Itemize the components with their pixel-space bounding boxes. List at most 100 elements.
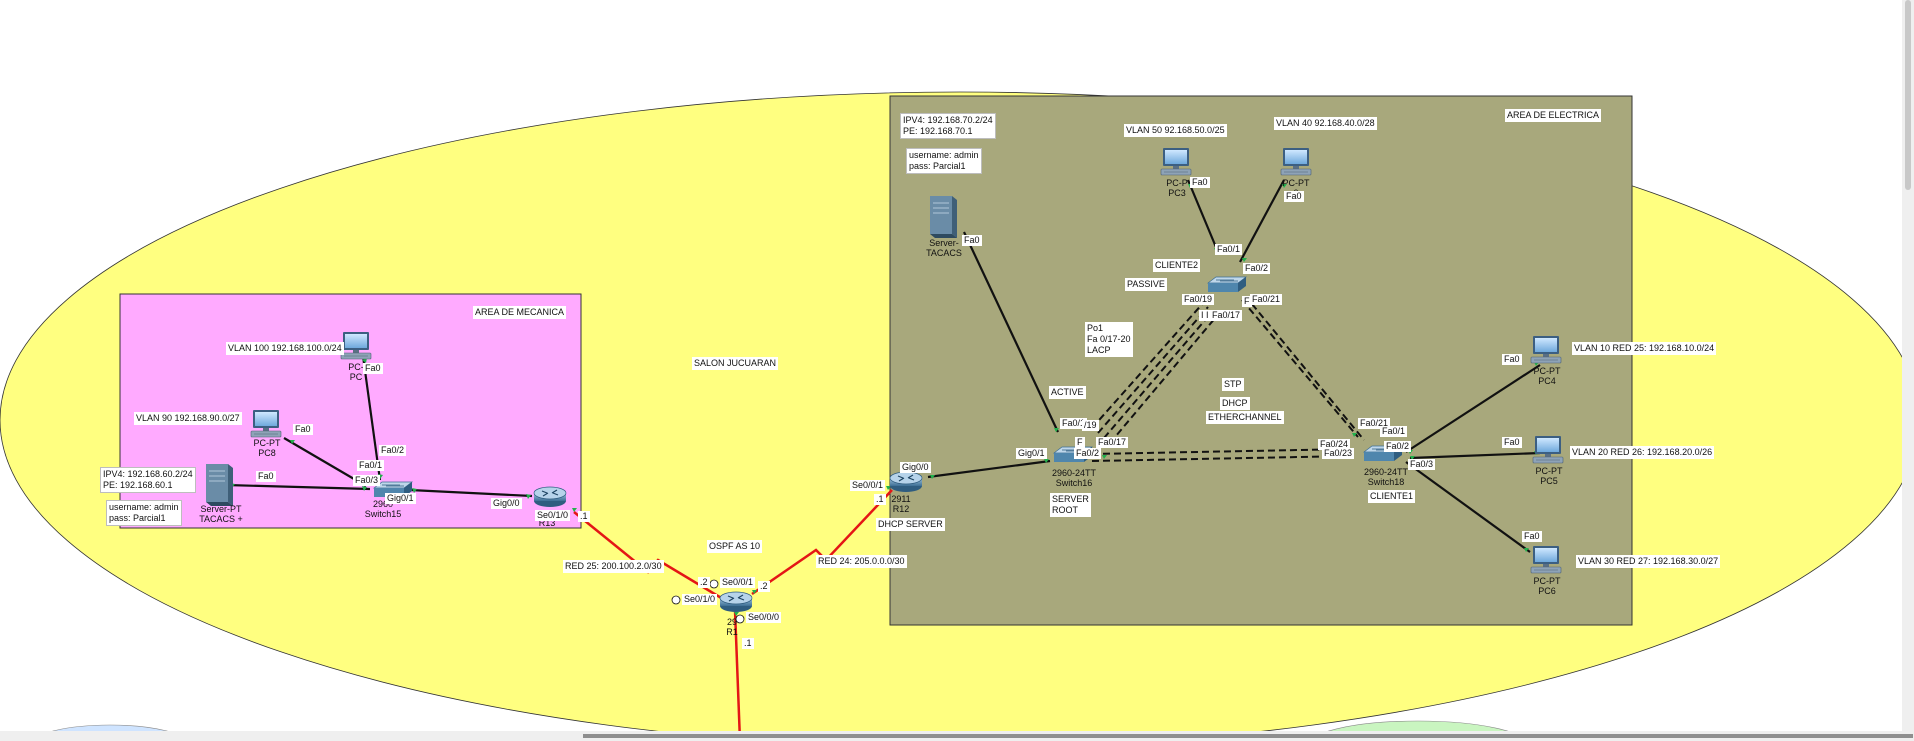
ele-cred-label: username: admin pass: Parcial1 [906,148,982,174]
vlan20-label: VLAN 20 RED 26: 192.168.20.0/26 [1570,446,1715,459]
router-r13-icon[interactable] [533,486,567,508]
link-sw18-pc4[interactable] [1405,364,1541,453]
port-label: .1 [742,638,754,649]
pc5-icon[interactable] [1532,435,1564,464]
port-label: Fa0/21 [1250,294,1283,305]
pc8-icon[interactable] [250,409,282,438]
link-server-sw16[interactable] [963,231,1059,433]
r11-caption: 29 R1 [726,617,738,637]
clock-icon [735,614,745,624]
port-label: Fa0/23 [1322,448,1355,459]
area-mecanica-title: AREA DE MECANICA [473,306,567,319]
pc-ele-top-icon[interactable] [1280,147,1312,176]
switch15-caption: 2960 Switch15 [364,499,402,519]
pc3-icon[interactable] [1160,147,1192,176]
link-r12-sw16[interactable] [927,459,1051,479]
port-label: .1 [578,511,590,522]
red25-label: RED 25: 200.100.2.0/30 [563,560,664,573]
passive-label: PASSIVE [1125,278,1167,291]
port-label: .2 [698,577,710,588]
server-ele-icon[interactable] [929,195,958,239]
link-pc-central[interactable] [1239,179,1285,263]
port-label: Fa0/2 [379,445,407,456]
port-label: .2 [758,581,770,592]
pc6-icon[interactable] [1530,545,1562,574]
port-label: Se0/1/0 [682,594,718,605]
port-label: Fa0/2 [1074,448,1102,459]
server-mec-caption: Server-PT TACACS + [199,504,243,524]
port-label: Se0/0/0 [746,612,782,623]
area-electrica-title: AREA DE ELECTRICA [1505,109,1602,122]
port-label: Fa0 [1502,437,1522,448]
port-label: Gig0/0 [491,498,522,509]
switch-central-icon[interactable] [1207,276,1247,293]
port-label: /19 [1082,420,1099,431]
port-label: Se0/0/1 [720,577,756,588]
link-pc3-central[interactable] [1186,179,1220,253]
mec-cred-label: username: admin pass: Parcial1 [106,500,182,526]
r12-caption: 2911 R12 [891,494,911,514]
port-label: Fa0 [363,363,383,374]
link-pc8-sw15[interactable] [283,437,367,487]
router-r12-icon[interactable] [889,471,923,493]
clock-icon [671,595,681,605]
port-label: Fa0 [1284,191,1304,202]
port-label: .1 [874,494,886,505]
port-label: Se0/1/0 [535,510,571,521]
etherchannel-central-sw18[interactable] [1241,299,1365,441]
salon-label: SALON JUCUARAN [692,357,779,370]
serial-link-r11-down[interactable] [733,609,742,741]
switch18-caption: 2960-24TT Switch18 [1363,467,1409,487]
port-label: Fa0/1 [357,460,385,471]
cliente2-label: CLIENTE2 [1153,259,1201,272]
vlan50-label: VLAN 50 92.168.50.0/25 [1124,124,1227,137]
horizontal-scrollbar-thumb[interactable] [583,734,1913,738]
pc8-caption: PC-PT PC8 [253,438,281,458]
pc3-caption: PC-P PC3 [1166,178,1188,198]
link-sw18-pc5[interactable] [1409,451,1541,460]
pc4-icon[interactable] [1530,335,1562,364]
dhcp-label: DHCP [1220,397,1250,410]
cliente1-label: CLIENTE1 [1368,490,1416,503]
router-r11-icon[interactable] [719,591,753,613]
port-label: Fa0/3 [353,475,381,486]
server-mec-icon[interactable] [205,463,234,507]
clock-icon [709,579,719,589]
r13-caption: R13 [538,518,556,528]
link-sw15-r13[interactable] [409,488,533,498]
port-label: F [1242,296,1252,307]
po1-label: Po1 Fa 0/17-20 LACP [1085,322,1133,357]
pc5-caption: PC-PT PC5 [1535,466,1563,486]
etherchannel-label: ETHERCHANNEL [1206,411,1284,424]
etherchannel-sw16-central[interactable] [1091,301,1217,444]
link-server-sw15[interactable] [225,483,371,491]
port-label: Fa0 [1190,177,1210,188]
pc-mec-top-icon[interactable] [340,331,372,360]
link-pc-sw15[interactable] [361,355,382,481]
link-sw18-pc6[interactable] [1405,461,1531,553]
horizontal-scrollbar[interactable] [0,731,1914,741]
vlan10-label: VLAN 10 RED 25: 192.168.10.0/24 [1572,342,1717,355]
port-label: Gig0/1 [1016,448,1047,459]
red24-label: RED 24: 205.0.0.0/30 [816,555,907,568]
port-label: Gig0/1 [385,493,416,504]
pc-mec-top-caption: PC- PC [348,362,364,382]
port-label: Fa0/3 [1408,459,1436,470]
port-label: Fa0/21 [1358,418,1391,429]
pc6-caption: PC-PT PC6 [1533,576,1561,596]
port-label: Fa0/1 [1060,418,1088,429]
active-label: ACTIVE [1049,386,1086,399]
server-root-label: SERVER ROOT [1050,493,1091,517]
vertical-scrollbar-thumb[interactable] [1905,0,1911,190]
port-label: Fa0/19 [1182,294,1215,305]
dhcp-server-label: DHCP SERVER [876,518,945,531]
port-label: Fa0 [1522,531,1542,542]
port-label: Fa0/17 [1210,310,1243,321]
port-label: Fa0 [1502,354,1522,365]
pc4-caption: PC-PT PC4 [1533,366,1561,386]
port-label: Fa0 [256,471,276,482]
port-label: I I [1199,310,1211,321]
vertical-scrollbar[interactable] [1902,0,1914,731]
